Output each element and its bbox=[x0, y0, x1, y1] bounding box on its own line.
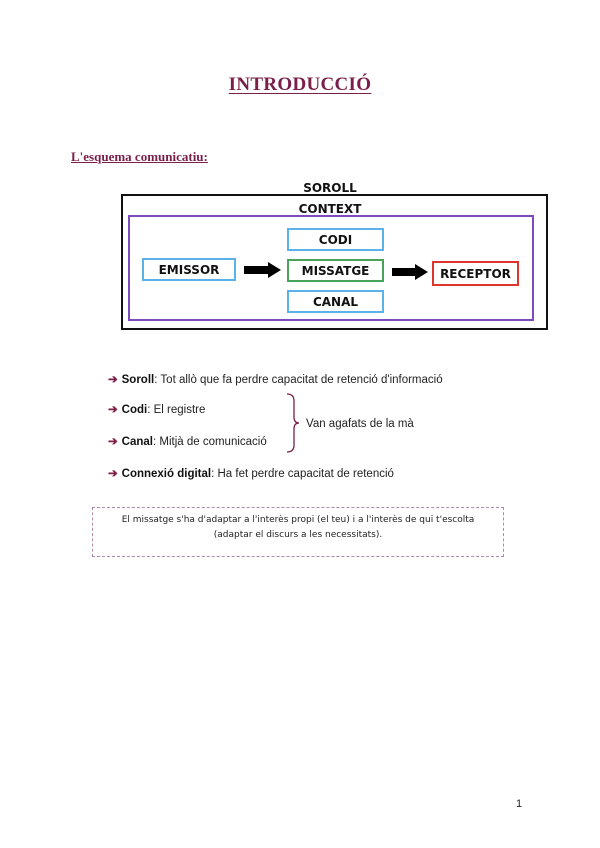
bullet-term: Codi bbox=[121, 404, 148, 416]
message-box: MISSATGE bbox=[287, 259, 384, 282]
arrow-right-icon bbox=[244, 262, 281, 278]
bullet-text: : Tot allò que fa perdre capacitat de re… bbox=[154, 374, 443, 386]
emitter-label: EMISSOR bbox=[158, 262, 220, 277]
channel-label: CANAL bbox=[312, 294, 359, 309]
context-frame bbox=[128, 215, 534, 321]
channel-box: CANAL bbox=[287, 290, 384, 313]
arrow-bullet-icon: ➔ bbox=[108, 436, 118, 448]
bullet-codi: ➔Codi: El registre bbox=[108, 402, 205, 416]
bullet-term: Soroll bbox=[121, 374, 155, 386]
page-title: INTRODUCCIÓ bbox=[228, 74, 372, 95]
context-label: CONTEXT bbox=[298, 202, 362, 216]
bullet-term: Connexió digital bbox=[121, 468, 212, 480]
soroll-frame bbox=[121, 194, 548, 330]
message-label: MISSATGE bbox=[301, 263, 370, 278]
receiver-box: RECEPTOR bbox=[432, 261, 519, 286]
bullet-soroll: ➔Soroll: Tot allò que fa perdre capacita… bbox=[108, 372, 443, 386]
section-heading: L'esquema comunicatiu: bbox=[71, 149, 208, 164]
emitter-box: EMISSOR bbox=[142, 258, 236, 281]
soroll-label: SOROLL bbox=[303, 181, 357, 195]
bullet-term: Canal bbox=[121, 436, 153, 448]
arrow-bullet-icon: ➔ bbox=[108, 468, 118, 480]
bullet-canal: ➔Canal: Mitjà de comunicació bbox=[108, 434, 267, 448]
arrow-bullet-icon: ➔ bbox=[108, 404, 118, 416]
brace-note: Van agafats de la mà bbox=[306, 418, 414, 430]
arrow-bullet-icon: ➔ bbox=[108, 374, 118, 386]
receiver-label: RECEPTOR bbox=[440, 266, 511, 281]
bullet-text: : Mitjà de comunicació bbox=[152, 436, 267, 448]
code-box: CODI bbox=[287, 228, 384, 251]
callout-line-2: (adaptar el discurs a les necessitats). bbox=[213, 530, 383, 540]
bullet-text: : Ha fet perdre capacitat de retenció bbox=[211, 468, 394, 480]
page-number: 1 bbox=[516, 798, 523, 810]
callout-box: El missatge s'ha d'adaptar a l'interès p… bbox=[92, 507, 504, 557]
callout-line-1: El missatge s'ha d'adaptar a l'interès p… bbox=[121, 515, 475, 525]
code-label: CODI bbox=[318, 232, 353, 247]
arrow-right-icon bbox=[392, 264, 428, 280]
bullet-connexio-digital: ➔Connexió digital: Ha fet perdre capacit… bbox=[108, 466, 394, 480]
bullet-text: : El registre bbox=[147, 404, 206, 416]
curly-brace-icon bbox=[286, 393, 300, 453]
